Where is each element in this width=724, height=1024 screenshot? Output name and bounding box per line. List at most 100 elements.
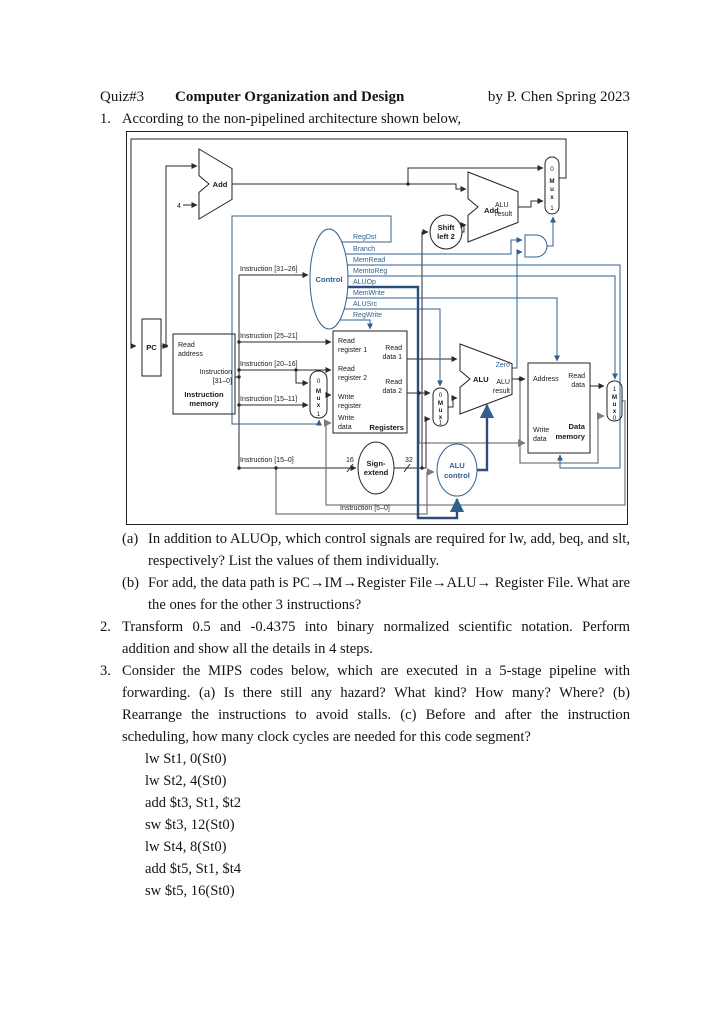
pcsrc-mux-0: 0 [550, 166, 554, 173]
reg-rr2-label-1: Read [338, 366, 355, 373]
memtoreg-mux-0: 0 [613, 415, 617, 422]
alu-shape [459, 343, 513, 415]
pcsrc-mux [544, 156, 560, 215]
mips-code-block: lw St1, 0(St0) lw St2, 4(St0) add $t3, S… [145, 748, 630, 902]
label-instr-20-16: Instruction [20–16] [240, 361, 298, 368]
label-alusrc: ALUSrc [353, 301, 378, 308]
constant-4-label: 4 [177, 203, 181, 210]
im-name-2: memory [189, 399, 219, 408]
code-line: lw St2, 4(St0) [145, 773, 227, 789]
im-instruction-label: Instruction [200, 369, 232, 376]
instruction-memory-box [172, 333, 236, 415]
question-1b-text: For add, the data path is PC→IM→Register… [148, 575, 630, 613]
dm-write-label-1: Write [533, 427, 549, 434]
code-line: add $t5, St1, $t4 [145, 861, 242, 877]
alusrc-mux-x: x [439, 414, 443, 421]
pc-adder-shape [198, 148, 233, 220]
reg-wr-label-2: register [338, 403, 362, 410]
code-line: sw $t3, 12(St0) [145, 817, 235, 833]
code-line: sw $t5, 16(St0) [145, 883, 235, 899]
reg-rr1-label-1: Read [338, 338, 355, 345]
branch-adder-alu-label: ALU [495, 202, 509, 209]
question-1a-number: (a) [122, 531, 139, 547]
im-instruction-range-label: [31–0] [213, 378, 233, 385]
label-branch: Branch [353, 246, 375, 253]
label-instr-15-0: Instruction [15–0] [240, 457, 294, 464]
quiz-number: Quiz#3 [100, 89, 145, 105]
regdst-mux [309, 370, 328, 419]
data-memory-box [527, 362, 591, 454]
code-line: lw St1, 0(St0) [145, 751, 227, 767]
branch-adder-label: Add [484, 206, 499, 215]
question-1b: (b) For add, the data path is PC→IM→Regi… [122, 572, 630, 616]
label-regdst: RegDst [353, 234, 376, 241]
label-memread: MemRead [353, 257, 385, 264]
alusrc-mux-1: 1 [439, 420, 443, 427]
label-instr-5-0: Instruction [5–0] [340, 505, 390, 512]
page-header: Quiz#3 Computer Organization and Design … [100, 86, 630, 108]
pcsrc-mux-m: M [549, 178, 554, 185]
alu-zero-label: Zero [496, 362, 511, 369]
pc-label: PC [146, 343, 157, 352]
alu-result-label-1: ALU [496, 379, 510, 386]
reg-rd1-label-2: data 1 [383, 354, 403, 361]
datapath-diagram-frame: PC Add 4 Add ALU result Shift left 2 0 M… [126, 131, 628, 525]
sign-extend-ellipse [357, 441, 395, 495]
label-memwrite: MemWrite [353, 290, 385, 297]
registers-name-label: Registers [369, 423, 404, 432]
alusrc-mux-u: u [439, 407, 443, 414]
control-unit-label: Control [316, 275, 343, 284]
regdst-mux-m: M [316, 388, 321, 395]
reg-rd2-label-2: data 2 [383, 388, 403, 395]
control-signal-labels: RegDst Branch MemRead MemtoReg ALUOp Mem… [353, 234, 387, 319]
alusrc-mux [432, 387, 449, 427]
bus-width-16-label: 16 [346, 457, 354, 464]
question-1a: (a) In addition to ALUOp, which control … [122, 528, 630, 572]
question-3-number: 3. [100, 663, 111, 679]
pcsrc-mux-1: 1 [550, 205, 554, 212]
alu-result-label-2: result [493, 388, 510, 395]
memtoreg-mux-m: M [612, 394, 617, 401]
question-2-text: Transform 0.5 and -0.4375 into binary no… [122, 619, 630, 657]
reg-rd1-label-1: Read [385, 345, 402, 352]
label-regwrite: RegWrite [353, 312, 382, 319]
question-1-text: According to the non-pipelined architect… [122, 111, 462, 127]
label-instr-15-11: Instruction [15–11] [240, 396, 297, 403]
question-2-number: 2. [100, 619, 111, 635]
dm-read-label-1: Read [568, 373, 585, 380]
memtoreg-mux-x: x [613, 408, 617, 415]
alusrc-mux-0: 0 [439, 392, 443, 399]
question-2: 2. Transform 0.5 and -0.4375 into binary… [100, 616, 630, 660]
label-instr-25-21: Instruction [25–21] [240, 333, 298, 340]
dm-read-label-2: data [571, 382, 585, 389]
dm-address-label: Address [533, 376, 559, 383]
dm-name-2: memory [555, 432, 585, 441]
pc-adder-label: Add [213, 180, 228, 189]
alu-label: ALU [473, 375, 489, 384]
im-name-1: Instruction [184, 390, 224, 399]
pcsrc-mux-x: x [550, 194, 554, 201]
sign-extend-label-2: extend [364, 468, 389, 477]
pc-box [141, 318, 162, 377]
reg-rd2-label-1: Read [385, 379, 402, 386]
reg-wr-label-1: Write [338, 394, 354, 401]
label-instr-31-26: Instruction [31–26] [240, 266, 298, 273]
im-read-label: Read [178, 342, 195, 349]
mips-datapath-diagram: PC Add 4 Add ALU result Shift left 2 0 M… [126, 131, 628, 525]
registers-box [332, 330, 408, 434]
alu-control-ellipse [436, 443, 478, 497]
memtoreg-mux-u: u [613, 401, 617, 408]
junction-dots [164, 182, 522, 470]
branch-adder-result-label: result [495, 211, 512, 218]
label-memtoreg: MemtoReg [353, 268, 387, 275]
regdst-mux-u: u [317, 395, 321, 402]
control-unit-ellipse [309, 228, 349, 330]
shift-left-2-label-1: Shift [438, 223, 455, 232]
label-aluop: ALUOp [353, 279, 376, 286]
regdst-mux-x: x [317, 402, 321, 409]
reg-wd-label-1: Write [338, 415, 354, 422]
alusrc-mux-m: M [438, 400, 443, 407]
question-1: 1. According to the non-pipelined archit… [100, 108, 630, 130]
question-1b-number: (b) [122, 575, 140, 591]
